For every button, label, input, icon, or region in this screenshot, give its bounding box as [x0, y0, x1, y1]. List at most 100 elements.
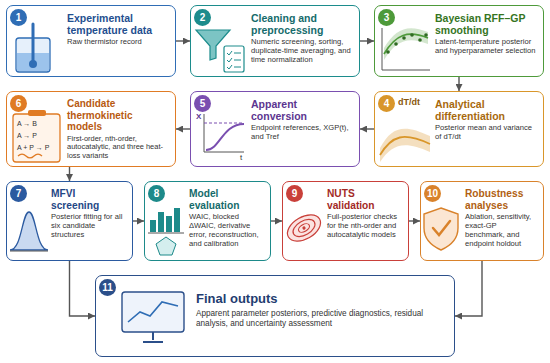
data-point — [418, 38, 422, 42]
evaluation-icon — [148, 208, 184, 255]
data-point — [386, 50, 390, 54]
text-column: Candidate thermokinetic modelsFirst-orde… — [67, 92, 174, 164]
step-description: Apparent parameter posteriors, predictiv… — [196, 309, 448, 328]
thermometer-bulb — [29, 60, 37, 68]
text-column: Model evaluationWAIC, blocked ΔWAIC, der… — [189, 182, 269, 252]
step-description: Posterior mean and variance of dT/dt — [435, 124, 537, 142]
icon-label: A + P → P — [17, 144, 49, 151]
process-box: 9 NUTS validationFull-posterior checks fo… — [282, 181, 409, 261]
data-point — [394, 42, 398, 46]
flow-arrow — [409, 220, 420, 221]
gp-plot-icon — [382, 28, 430, 70]
flow-arrow — [360, 128, 374, 129]
contour — [297, 222, 311, 234]
bar — [150, 220, 156, 232]
step-title: Final outputs — [196, 292, 448, 307]
text-column: Experimental temperature dataRaw thermis… — [67, 6, 174, 50]
step-number: 6 — [10, 95, 27, 112]
plot-axes — [382, 28, 430, 70]
process-box: 3 Bayesian RFF–GP smoothingLatent-tempera… — [374, 5, 544, 77]
step-number: 3 — [378, 9, 395, 26]
radar-chart — [156, 237, 176, 255]
process-box: 2 Cleaning and preprocessingNumeric scree… — [190, 5, 360, 77]
clipboard-icon — [13, 110, 60, 162]
monitor-screen — [122, 292, 184, 332]
flow-arrow — [176, 128, 190, 129]
bar — [166, 216, 172, 232]
step-title: Candidate thermokinetic models — [67, 98, 169, 133]
clipboard-clip — [28, 110, 46, 116]
process-box: 8 Model evaluationWAIC, blocked ΔWAIC, de… — [144, 181, 271, 261]
step-title: Bayesian RFF–GP smoothing — [435, 12, 537, 36]
icon-label: A → P — [17, 132, 37, 139]
step-title: MFVI screening — [51, 188, 126, 211]
clipboard — [13, 114, 60, 162]
data-point — [410, 33, 414, 37]
step-description: Latent-temperature posterior and hyperpa… — [435, 38, 537, 56]
text-column: Apparent conversionEndpoint references, … — [251, 92, 358, 145]
step-description: Posterior fitting for all six candidate … — [51, 213, 126, 240]
bar — [158, 212, 164, 232]
derivative-icon — [380, 129, 430, 162]
process-box: 6 Candidate thermokinetic modelsFirst-ord… — [6, 91, 176, 167]
bar — [174, 208, 180, 232]
posterior-band — [384, 28, 428, 60]
step-description: Endpoint references, XGP(t), and Tref — [251, 124, 353, 142]
checklist — [224, 46, 244, 72]
checklist-marks — [227, 51, 241, 69]
step-number: 9 — [286, 185, 303, 202]
derivative-mean — [380, 137, 430, 155]
flow-arrow — [360, 40, 374, 41]
step-description: Raw thermistor record — [67, 38, 169, 47]
process-box: 1Experimental temperature dataRaw thermi… — [6, 5, 176, 77]
icon-label: A → B — [17, 120, 37, 127]
bell-curve-icon — [10, 212, 48, 251]
data-point — [402, 36, 406, 40]
step-title: Cleaning and preprocessing — [251, 12, 353, 36]
step-title: Apparent conversion — [251, 98, 353, 122]
process-box: 10 Robustness analysesAblation, sensitivi… — [420, 181, 544, 261]
flow-arrow — [458, 77, 459, 91]
text-column: Analytical differentiationPosterior mean… — [435, 92, 542, 145]
flow-arrow — [176, 40, 190, 41]
data-point — [424, 33, 428, 37]
flow-arrow — [70, 261, 96, 316]
bell-curve — [10, 212, 48, 250]
shield-icon — [424, 208, 458, 250]
text-column: Cleaning and preprocessingNumeric screen… — [251, 6, 358, 68]
step-description: First-order, nth-order, autocatalytic, a… — [67, 135, 169, 161]
step-number: 7 — [10, 185, 27, 202]
process-box: 7 MFVI screeningPosterior fitting for all… — [6, 181, 133, 261]
baseline — [10, 251, 48, 252]
step-title: Robustness analyses — [465, 188, 537, 211]
step-description: Full-posterior checks for the nth-order … — [327, 213, 402, 240]
monitor-stand — [143, 332, 163, 342]
conversion-plot-icon — [204, 114, 244, 152]
step-number: 11 — [99, 279, 116, 296]
text-column: Robustness analysesAblation, sensitivity… — [465, 182, 542, 252]
step-description: WAIC, blocked ΔWAIC, derivative error, r… — [189, 213, 264, 249]
step-number: 2 — [194, 9, 211, 26]
text-column: Final outputsApparent parameter posterio… — [196, 276, 453, 331]
funnel-icon — [196, 30, 244, 72]
step-number: 8 — [148, 185, 165, 202]
icon-label: dT/dt — [398, 98, 420, 107]
flow-arrow — [133, 220, 144, 221]
thermometer-icon — [16, 24, 50, 72]
step-title: NUTS validation — [327, 188, 402, 211]
flow-arrow — [69, 167, 70, 181]
step-title: Model evaluation — [189, 188, 264, 211]
contour — [290, 216, 318, 240]
text-column: MFVI screeningPosterior fitting for all … — [51, 182, 131, 243]
thermometer-stem — [32, 24, 35, 62]
contour — [283, 209, 325, 246]
posterior-contour-icon — [283, 209, 325, 246]
process-box: 5Apparent conversionEndpoint references,… — [190, 91, 360, 167]
step-number: 10 — [424, 185, 441, 202]
posterior-mean — [384, 34, 428, 54]
derivative-band — [380, 129, 430, 162]
step-description: Ablation, sensitivity, exact-GP benchmar… — [465, 213, 537, 249]
flow-arrow — [271, 220, 282, 221]
check-mark — [433, 221, 450, 235]
